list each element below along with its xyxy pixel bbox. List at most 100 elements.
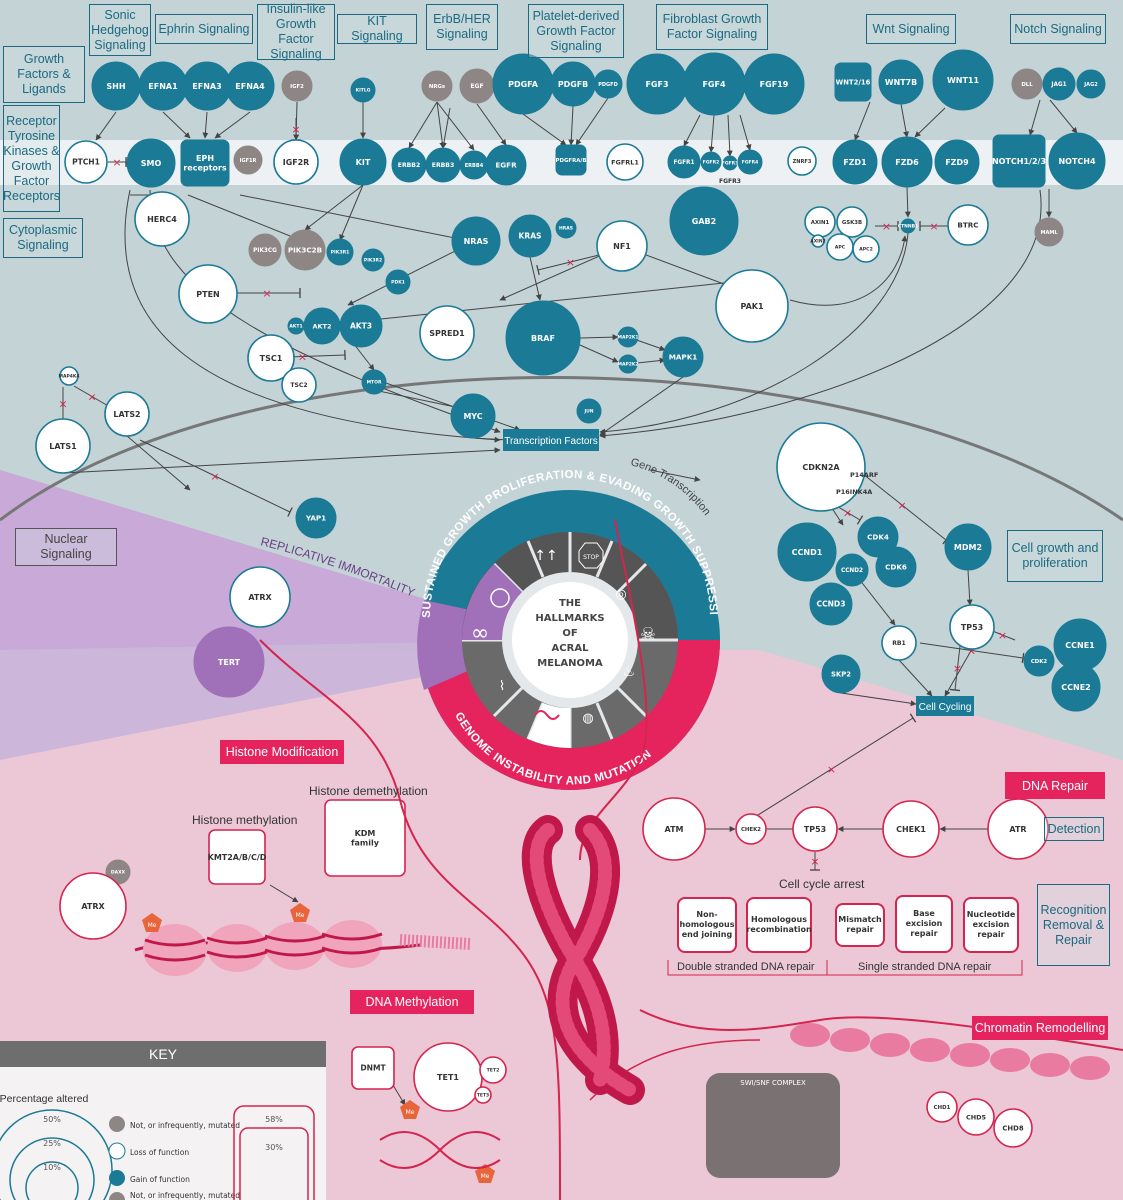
gene-label: EGFR (495, 161, 517, 170)
gene-label: PDGFRA/B (556, 158, 587, 164)
gene-label: FGF19 (760, 80, 789, 89)
edge (214, 111, 251, 139)
gene-label: YAP1 (305, 514, 326, 523)
gene-wnt2-16: WNT2/16 (834, 62, 872, 102)
gene-node (932, 49, 994, 111)
edge (898, 659, 933, 697)
gene-label: ERBB2 (398, 162, 420, 169)
gene-label: NOTCH4 (1058, 157, 1096, 166)
gene-label: CDK6 (885, 563, 907, 572)
stop-icon (578, 542, 604, 569)
gene-label: GSK3B (842, 220, 862, 226)
edge (579, 334, 619, 341)
gene-cdk4: CDK4 (857, 516, 899, 558)
dna-strand-left (259, 639, 561, 1200)
gene-label: TET1 (437, 1073, 459, 1082)
key-swatch-gof (109, 1170, 125, 1186)
gene-node (792, 806, 838, 852)
gene-node (451, 216, 501, 266)
gene-node (225, 61, 275, 111)
header-cell-growth: Cell growth and proliferation (1007, 530, 1103, 582)
gene-igf2: IGF2 (281, 70, 313, 102)
key-swatch-lof (108, 1142, 126, 1160)
key-pct-50: 50% (43, 1115, 61, 1124)
inhibition-edge (749, 717, 914, 821)
repair-mismatch: Mismatch repair (835, 903, 885, 947)
key-circle-50 (0, 1109, 113, 1200)
gene-atm: ATM (642, 797, 706, 861)
gene-node (361, 369, 387, 395)
transcription-factors-box (503, 429, 599, 451)
gene-label: ATR (1009, 825, 1026, 834)
gene-igf1r: IGF1R (233, 145, 263, 175)
swi-snf-label: SWI/SNF COMPLEX (740, 1079, 806, 1087)
gene-pdgfb: PDGFB (550, 61, 596, 107)
gene-tsc2: TSC2 (281, 367, 317, 403)
gene-fgfrl1: FGFRL1 (606, 143, 644, 181)
gene-node (229, 566, 291, 628)
header-detection: Detection (1044, 817, 1104, 841)
gene-jag2: JAG2 (1076, 69, 1106, 99)
stop-label: STOP (583, 554, 599, 561)
gene-label: TP53 (804, 825, 826, 834)
nucleosome-chain-left (134, 920, 471, 976)
gene-label: TERT (218, 658, 241, 667)
inhibition-mark: × (882, 220, 891, 233)
gene-label: FGFR3 (722, 161, 738, 167)
gene-apc: APC (826, 233, 854, 261)
edge (436, 101, 475, 151)
gene-label: CDKN2A (802, 463, 840, 472)
gene-dll: DLL (1011, 68, 1043, 100)
gene-label: LATS2 (113, 410, 140, 419)
gene-map2k1: MAP2K1 (617, 326, 639, 348)
gene-ccnd1: CCND1 (777, 522, 837, 582)
gene-label: FGFR4 (742, 160, 758, 166)
gene-label: CCND2 (841, 568, 863, 574)
gene-ccnd2: CCND2 (835, 553, 869, 587)
gene-label: MAML (1040, 230, 1058, 236)
gene-jag1: JAG1 (1042, 67, 1076, 101)
gene-label: FGFR1 (673, 160, 694, 166)
edge (599, 376, 684, 436)
gene-yap1: YAP1 (295, 497, 337, 539)
key-label-lof: Loss of function (130, 1148, 189, 1157)
edge (529, 256, 542, 301)
gene-label: WNT7B (885, 78, 917, 87)
key-label-not-mutated: Not, or infrequently, mutated (130, 1121, 240, 1130)
gene-node (104, 391, 150, 437)
hallmark-center-line: HALLMARKS (535, 613, 604, 624)
edge (347, 240, 476, 306)
gene-label: JUN (583, 409, 593, 415)
edge (726, 114, 733, 157)
inhibition-mark: × (566, 256, 575, 269)
gene-nf1: NF1 (596, 220, 648, 272)
key-group-58-label: 58% (265, 1115, 283, 1124)
gene-axin1: AXIN1 (804, 206, 836, 238)
gene-node (59, 366, 79, 386)
gene-chd8: CHD8 (993, 1108, 1033, 1148)
gene-spred1: SPRED1 (419, 305, 475, 361)
gene-skp2: SKP2 (821, 654, 861, 694)
edge (339, 184, 364, 241)
gene-braf: BRAF (505, 300, 581, 376)
gene-label: PDK1 (391, 280, 405, 286)
gene-label: WNT11 (947, 76, 980, 85)
edge (1028, 99, 1041, 136)
inhibition-mark: × (967, 645, 976, 658)
gene-label: ATM (665, 825, 684, 834)
gene-node (834, 62, 872, 102)
gene-label: FGFR2 (703, 160, 719, 166)
gene-label: JAG2 (1083, 82, 1098, 88)
inhibition-edge (73, 385, 111, 408)
key-label-not-mutated-2: Not, or infrequently, mutated (130, 1191, 240, 1200)
gene-apc2: APC2 (852, 235, 880, 263)
gene-label: FZD9 (945, 158, 968, 167)
gene-chek1: CHEK1 (882, 800, 940, 858)
gene-kras: KRAS (508, 214, 552, 258)
gene-label: TSC1 (260, 354, 283, 363)
gene-node (881, 136, 933, 188)
gene-jun: JUN (576, 398, 602, 424)
gene-egf: EGF (459, 68, 495, 104)
gene-label: TET2 (487, 1068, 500, 1074)
